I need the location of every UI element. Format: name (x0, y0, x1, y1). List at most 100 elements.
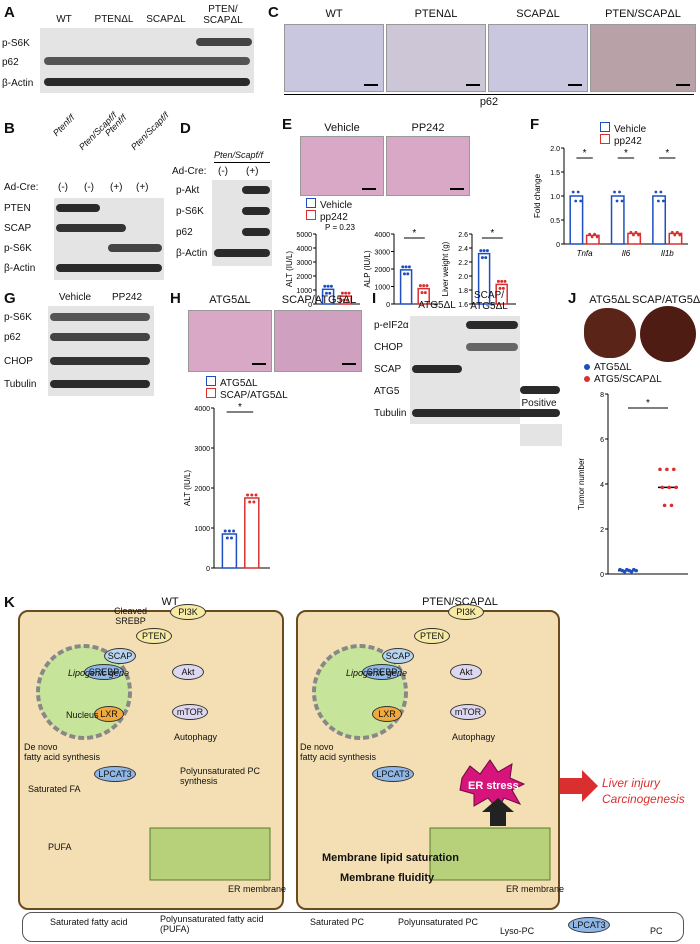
scale-bar (466, 84, 480, 86)
k-wt-er: ER membrane (228, 884, 287, 894)
d-row: β-Actin (176, 248, 208, 259)
k-er-stress: ER stress (468, 780, 519, 792)
h-legend-a-text: ATG5ΔL (220, 378, 258, 389)
data-point (482, 249, 486, 253)
y-axis-label: ALT (IU/L) (183, 470, 192, 506)
b-band (56, 204, 100, 212)
y-tick-label: 3000 (194, 446, 210, 453)
data-point (618, 190, 621, 194)
y-tick-label: 2 (600, 527, 604, 534)
data-point (656, 199, 660, 203)
k-outcome-arrow (560, 770, 598, 802)
k-mut-lxr: LXR (372, 706, 402, 722)
h-title: SCAP/ATG5ΔL (281, 294, 357, 306)
y-tick-label: 0 (206, 566, 210, 573)
data-point (672, 467, 676, 472)
k-mut-er-membrane (429, 827, 551, 881)
f-legend-vehicle: Vehicle (600, 122, 646, 135)
data-point (418, 284, 422, 288)
bar (321, 288, 335, 305)
j-legend-a-text: ATG5ΔL (594, 362, 632, 373)
data-point (673, 233, 677, 237)
data-point (669, 503, 674, 508)
data-point (248, 500, 252, 504)
y-tick-label: 1000 (194, 526, 210, 533)
scale-bar (342, 363, 356, 365)
y-tick-label: 1.0 (550, 194, 560, 201)
y-tick-label: 1000 (296, 288, 312, 295)
scale-bar (364, 84, 378, 86)
data-point (678, 233, 682, 237)
bar (417, 287, 430, 305)
y-axis-label: ALP (IU/L) (363, 250, 372, 288)
k-legend-lyso: Lyso-PC (500, 926, 535, 936)
k-wt-mtor: mTOR (172, 704, 208, 720)
data-point (323, 284, 327, 288)
data-point (227, 529, 231, 533)
bar (244, 497, 260, 569)
data-point (593, 232, 596, 236)
b-band (108, 244, 162, 252)
e-title: Vehicle (324, 122, 360, 134)
c-image-wt (284, 24, 384, 92)
k-wt-pupc: Polyunsaturated PC synthesis (180, 766, 261, 786)
d-genotype: Pten/Scapf/f (214, 150, 264, 160)
panel-c-label: C (268, 4, 279, 21)
g-band (50, 357, 150, 365)
y-tick-label: 2.6 (458, 232, 468, 239)
k-wt-lipogenic: Lipogenic gene (68, 668, 130, 678)
bar (477, 252, 491, 305)
k-legend-pc: PC (650, 926, 663, 936)
data-point (662, 503, 667, 508)
g-group: Vehicle (58, 292, 92, 303)
d-adcre: (+) (246, 166, 259, 177)
data-point (613, 190, 616, 194)
data-point (590, 235, 594, 239)
i-band (412, 365, 462, 373)
a-band (196, 38, 252, 46)
k-wt-er-membrane (149, 827, 271, 881)
data-point (342, 298, 346, 302)
h-image-scapatg5 (274, 310, 362, 372)
bar (627, 232, 642, 245)
g-row: CHOP (4, 356, 33, 367)
d-row: p-S6K (176, 206, 204, 217)
panel-j-label: J (568, 290, 577, 307)
y-tick-label: 2000 (296, 274, 312, 281)
k-mut-pten: PTEN (414, 628, 450, 644)
d-row: p-Akt (176, 185, 200, 196)
e-legend-vehicle-text: Vehicle (320, 200, 353, 211)
panel-k-label: K (4, 594, 15, 611)
i-band (466, 343, 518, 351)
d-adcre: (-) (218, 166, 228, 177)
y-tick-label: 0 (386, 302, 390, 309)
a-row-label: p62 (2, 57, 19, 68)
y-tick-label: 2.4 (458, 246, 468, 253)
data-point (423, 291, 427, 295)
data-point (496, 279, 500, 283)
i-band (520, 386, 560, 394)
k-mut-scap: SCAP (382, 648, 414, 664)
k-mut-akt: Akt (450, 664, 482, 680)
k-mut-title: PTEN/SCAPΔL (422, 596, 498, 608)
b-band (56, 264, 162, 272)
a-row-label: p-S6K (2, 38, 30, 49)
e-title: PP242 (411, 122, 445, 134)
data-point (674, 485, 678, 490)
y-tick-label: 0 (600, 572, 604, 579)
j-legend-a: ATG5ΔL (584, 362, 632, 373)
j-liver-scapatg5 (640, 306, 696, 362)
b-row: SCAP (4, 223, 32, 234)
b-col: Pten/Scapf/f (128, 110, 171, 152)
data-point (407, 265, 411, 269)
j-liver-atg5 (584, 308, 636, 358)
data-point (500, 279, 504, 283)
data-point (658, 467, 662, 472)
data-point (345, 298, 349, 302)
k-mut-er: ER membrane (506, 884, 565, 894)
data-point (230, 536, 233, 540)
y-tick-label: 2.2 (458, 260, 468, 267)
i-row: CHOP (374, 342, 403, 353)
data-point (661, 199, 665, 203)
